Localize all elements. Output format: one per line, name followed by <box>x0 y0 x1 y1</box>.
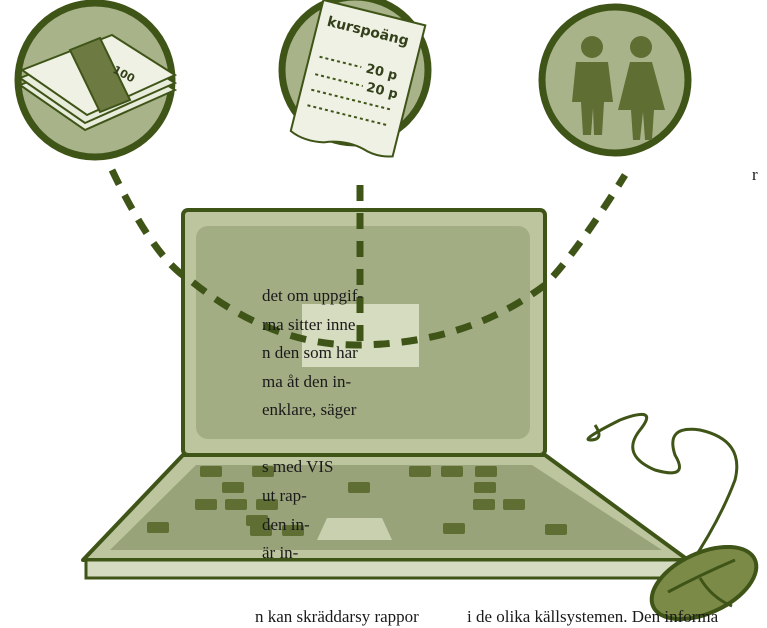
text-line: r <box>752 164 758 186</box>
text-line: ut rap- <box>262 485 307 507</box>
people-circle <box>542 7 688 153</box>
touchpad <box>317 518 392 540</box>
text-line: det om uppgif- <box>262 285 363 307</box>
text-line: n kan skräddarsy rappor <box>255 606 419 628</box>
credits-circle: kurspoäng 20 p 20 p <box>282 0 428 161</box>
text-line: rna sitter inne <box>262 314 355 336</box>
text-line: s med VIS <box>262 456 333 478</box>
text-line: är in- <box>262 542 298 564</box>
text-line: n den som har <box>262 342 358 364</box>
text-line: i de olika källsystemen. Den informa <box>467 606 718 628</box>
laptop-screen <box>183 210 545 455</box>
laptop-base <box>83 455 688 578</box>
money-circle: 100 <box>18 3 175 157</box>
text-line: den in- <box>262 514 310 536</box>
text-line: ma åt den in- <box>262 371 351 393</box>
text-line: enklare, säger <box>262 399 356 421</box>
